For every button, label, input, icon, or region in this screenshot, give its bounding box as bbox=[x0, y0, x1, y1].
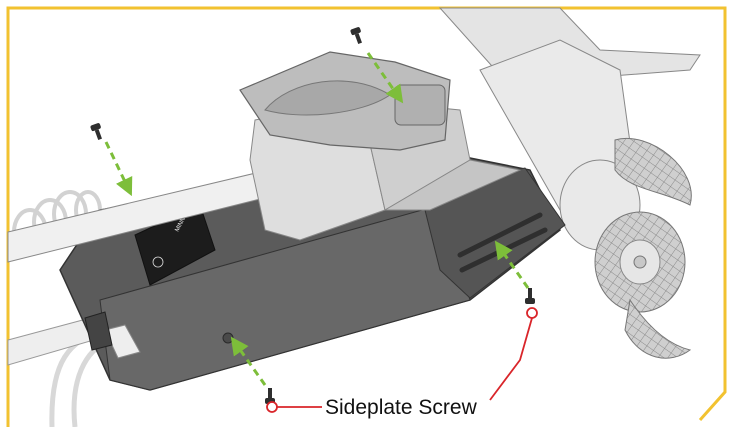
callout-ring-right bbox=[526, 307, 538, 319]
callout-leader bbox=[266, 307, 538, 413]
direction-arrows bbox=[104, 52, 530, 386]
frame bbox=[6, 6, 727, 427]
screw-icon bbox=[525, 288, 535, 304]
side-bracket bbox=[84, 311, 141, 359]
callout-label: Sideplate Screw bbox=[325, 396, 478, 419]
dashed-arrow-icon bbox=[366, 52, 404, 104]
motor-assembly bbox=[438, 7, 701, 359]
dashed-arrow-icon bbox=[494, 240, 530, 289]
screw-icon bbox=[90, 123, 102, 140]
callout-ring-left bbox=[266, 401, 278, 413]
dashed-arrow-icon bbox=[104, 141, 133, 197]
top-cover bbox=[239, 51, 451, 151]
screw-icon bbox=[350, 27, 362, 44]
dashed-arrow-icon bbox=[230, 336, 267, 386]
